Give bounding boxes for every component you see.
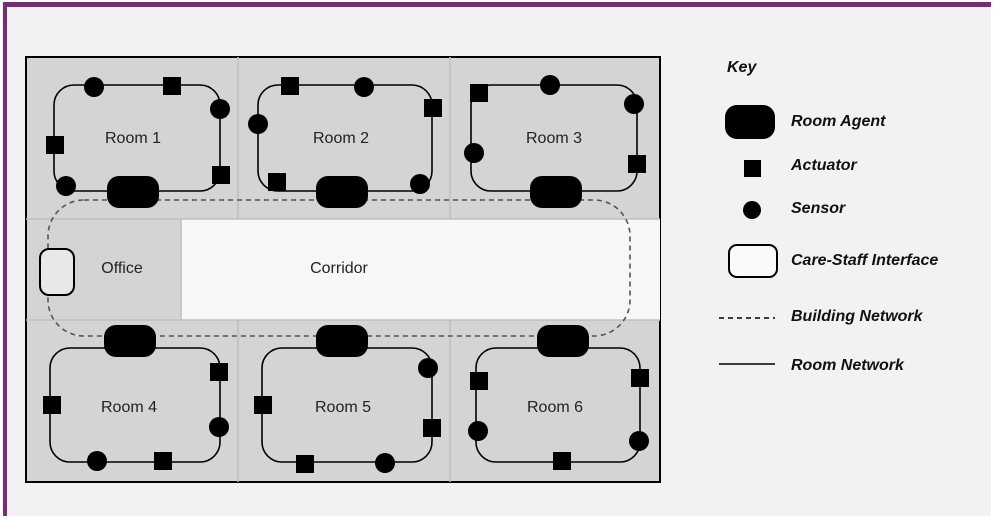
actuator-marker bbox=[210, 363, 228, 381]
sensor-marker bbox=[210, 99, 230, 119]
actuator-marker bbox=[281, 77, 299, 95]
building bbox=[25, 56, 661, 483]
sensor-marker bbox=[410, 174, 430, 194]
sensor-marker bbox=[56, 176, 76, 196]
key-actuator-icon bbox=[744, 160, 761, 177]
room-5: Room 5 bbox=[254, 325, 441, 473]
room-agent-marker bbox=[316, 176, 368, 208]
key-actuator-label: Actuator bbox=[791, 157, 857, 174]
key-building-network-label: Building Network bbox=[791, 308, 923, 325]
room-agent-marker bbox=[316, 325, 368, 357]
room-label: Room 4 bbox=[101, 399, 157, 416]
actuator-marker bbox=[553, 452, 571, 470]
actuator-marker bbox=[46, 136, 64, 154]
key-interface-label: Care-Staff Interface bbox=[791, 252, 939, 269]
office: Office bbox=[39, 248, 143, 296]
actuator-marker bbox=[154, 452, 172, 470]
sensor-marker bbox=[629, 431, 649, 451]
key-room-network-label: Room Network bbox=[791, 357, 904, 374]
actuator-marker bbox=[470, 84, 488, 102]
key-title: Key bbox=[727, 59, 757, 76]
key-room-agent-label: Room Agent bbox=[791, 113, 886, 130]
office-label: Office bbox=[101, 260, 143, 277]
room-agent-marker bbox=[530, 176, 582, 208]
sensor-marker bbox=[418, 358, 438, 378]
room-agent-marker bbox=[104, 325, 156, 357]
room-3: Room 3 bbox=[464, 75, 646, 208]
corridor-label: Corridor bbox=[310, 260, 368, 277]
sensor-marker bbox=[375, 453, 395, 473]
sensor-marker bbox=[464, 143, 484, 163]
key-room-agent-icon bbox=[725, 105, 775, 139]
key-symbols bbox=[719, 105, 778, 365]
room-1: Room 1 bbox=[46, 77, 230, 208]
room-label: Room 5 bbox=[315, 399, 371, 416]
sensor-marker bbox=[354, 77, 374, 97]
sensor-marker bbox=[540, 75, 560, 95]
sensor-marker bbox=[248, 114, 268, 134]
sensor-marker bbox=[87, 451, 107, 471]
actuator-marker bbox=[628, 155, 646, 173]
room-agent-marker bbox=[537, 325, 589, 357]
sensor-marker bbox=[624, 94, 644, 114]
room-label: Room 6 bbox=[527, 399, 583, 416]
key-sensor-icon bbox=[743, 201, 761, 219]
actuator-marker bbox=[254, 396, 272, 414]
sensor-marker bbox=[209, 417, 229, 437]
actuator-marker bbox=[268, 173, 286, 191]
room-label: Room 2 bbox=[313, 130, 369, 147]
room-2: Room 2 bbox=[248, 77, 442, 208]
care-staff-interface-marker bbox=[39, 248, 75, 296]
actuator-marker bbox=[423, 419, 441, 437]
corridor-area bbox=[181, 219, 660, 320]
actuator-marker bbox=[631, 369, 649, 387]
actuator-marker bbox=[163, 77, 181, 95]
sensor-marker bbox=[468, 421, 488, 441]
room-label: Room 1 bbox=[105, 130, 161, 147]
actuator-marker bbox=[296, 455, 314, 473]
actuator-marker bbox=[424, 99, 442, 117]
key-sensor-label: Sensor bbox=[791, 200, 846, 217]
actuator-marker bbox=[470, 372, 488, 390]
room-label: Room 3 bbox=[526, 130, 582, 147]
actuator-marker bbox=[212, 166, 230, 184]
room-agent-marker bbox=[107, 176, 159, 208]
key-interface-icon bbox=[728, 244, 778, 278]
room-6: Room 6 bbox=[468, 325, 649, 470]
room-4: Room 4 bbox=[43, 325, 229, 471]
actuator-marker bbox=[43, 396, 61, 414]
sensor-marker bbox=[84, 77, 104, 97]
